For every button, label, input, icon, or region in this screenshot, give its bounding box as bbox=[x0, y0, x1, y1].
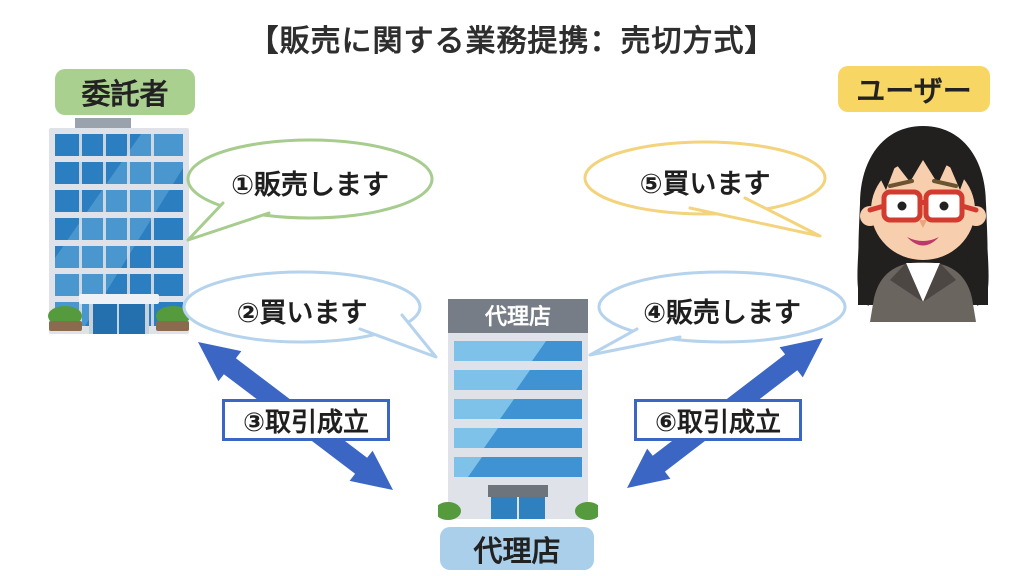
speech-bubble-2: ②買います bbox=[180, 267, 450, 367]
speech-bubble-1: ①販売します bbox=[183, 133, 438, 248]
speech-bubble-4: ④販売します bbox=[585, 267, 850, 362]
arrow-label-3: ③取引成立 bbox=[222, 399, 390, 441]
office-building-icon bbox=[48, 118, 190, 334]
bubble-1-text: ①販売します bbox=[231, 170, 389, 200]
bubble-5-text: ⑤買います bbox=[639, 169, 771, 199]
businesswoman-icon bbox=[857, 126, 989, 322]
agency-building-illustration: 代理店 bbox=[438, 293, 598, 525]
consignor-building-illustration bbox=[45, 118, 193, 336]
user-label: ユーザー bbox=[838, 66, 990, 112]
bubble-2-text: ②買います bbox=[236, 298, 368, 328]
speech-bubble-5: ⑤買います bbox=[580, 140, 835, 245]
arrow-label-6: ⑥取引成立 bbox=[634, 399, 802, 441]
user-person-illustration bbox=[828, 120, 1018, 322]
agency-label: 代理店 bbox=[440, 527, 594, 570]
agency-building-sign: 代理店 bbox=[484, 304, 551, 329]
agency-building-icon: 代理店 bbox=[438, 299, 598, 520]
consignor-label: 委託者 bbox=[55, 69, 195, 115]
bubble-4-text: ④販売します bbox=[643, 298, 801, 328]
diagram-title: 【販売に関する業務提携：売切方式】 bbox=[248, 25, 776, 58]
